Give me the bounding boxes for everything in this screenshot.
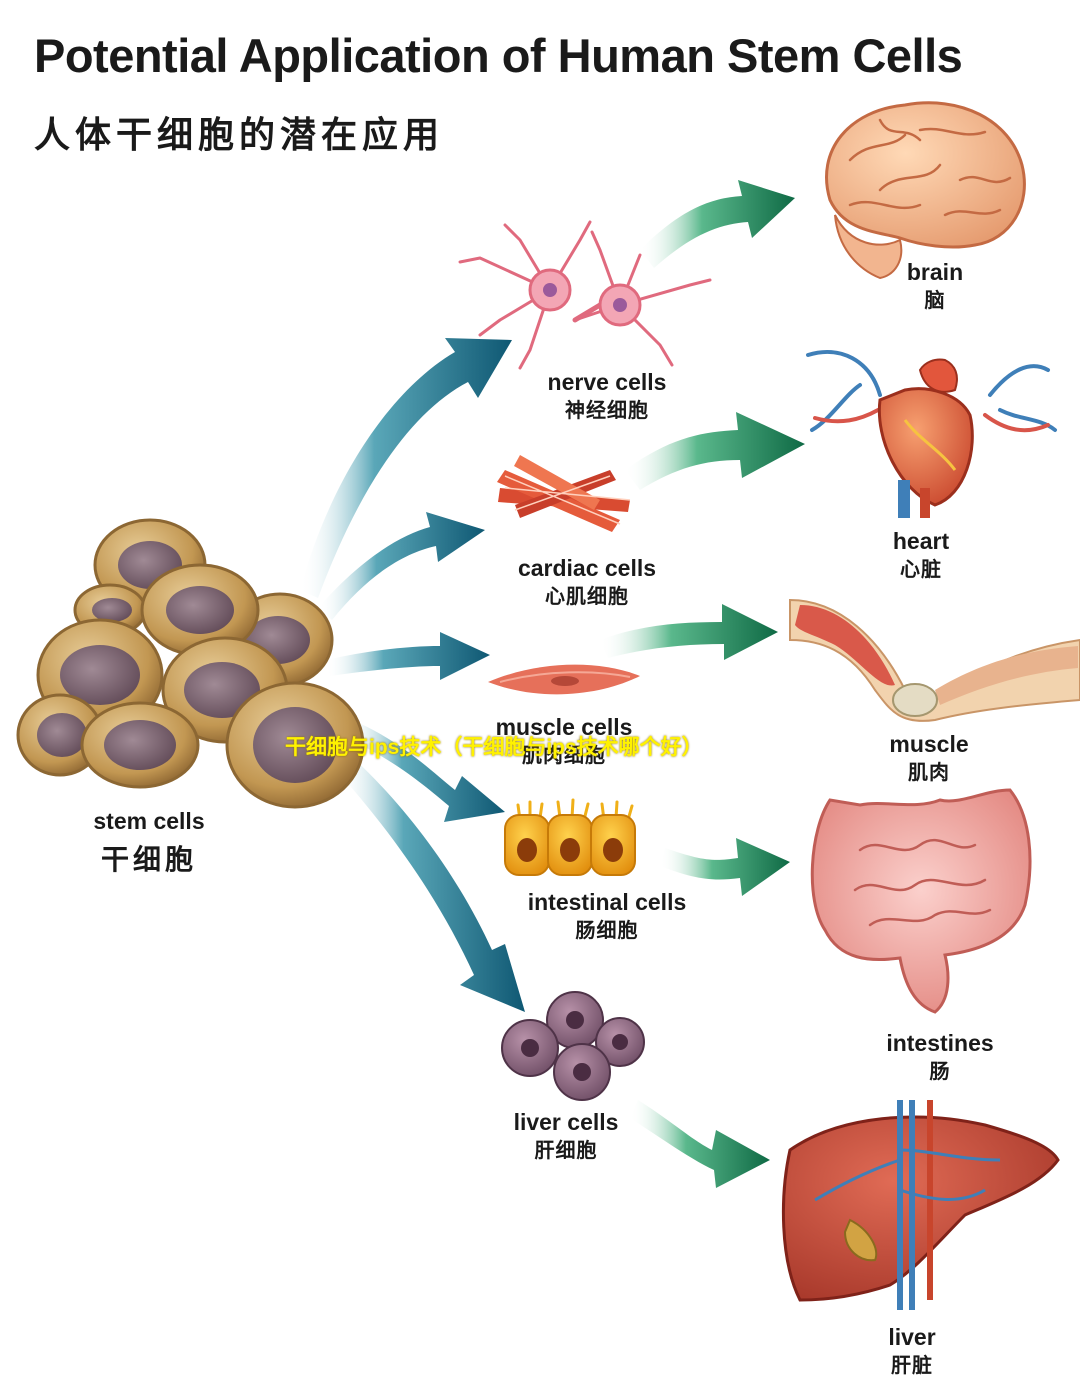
intestines-label: intestines 肠	[886, 1030, 993, 1085]
arrow-intestinal-to-intestines	[660, 838, 790, 896]
intestinal-cells-label-en: intestinal cells	[527, 889, 687, 915]
brain-label-zh: 脑	[924, 290, 946, 313]
liver-cells-label: liver cells 肝细胞	[514, 1109, 619, 1164]
liver-illustration	[781, 1100, 1060, 1310]
intestinal-cells-illustration	[504, 798, 636, 876]
muscle-cells-label: muscle cells 肌肉细胞	[496, 714, 633, 769]
arrow-stem-to-cardiac	[318, 512, 485, 620]
arrow-stem-to-muscle	[326, 632, 490, 680]
brain-label-en: brain	[906, 259, 964, 285]
liver-label-en: liver	[888, 1324, 936, 1350]
title-english: Potential Application of Human Stem Cell…	[34, 29, 963, 82]
cardiac-cells-label-zh: 心肌细胞	[544, 586, 629, 609]
intestinal-cells-label: intestinal cells 肠细胞	[528, 889, 687, 944]
heart-label-zh: 心脏	[900, 559, 942, 582]
intestines-label-en: intestines	[886, 1030, 994, 1056]
cardiac-cells-label: cardiac cells 心肌细胞	[518, 555, 656, 610]
muscle-label: muscle 肌肉	[889, 731, 968, 786]
brain-illustration	[825, 101, 1026, 280]
heart-illustration	[806, 349, 1057, 518]
heart-label: heart 心脏	[893, 528, 949, 583]
stem-cells-label-en: stem cells	[93, 808, 205, 834]
stem-cells-label: stem cells 干细胞	[93, 808, 204, 876]
arrow-cardiac-to-heart	[625, 412, 805, 490]
heart-label-en: heart	[892, 528, 950, 554]
muscle-label-en: muscle	[889, 731, 969, 757]
muscle-cell-illustration	[488, 664, 640, 695]
arrow-stem-to-nerve	[300, 338, 512, 598]
cardiac-cells-illustration	[497, 455, 631, 532]
nerve-cells-label-en: nerve cells	[547, 369, 667, 395]
intestines-label-zh: 肠	[929, 1061, 951, 1084]
arrow-nerve-to-brain	[640, 180, 795, 268]
liver-cells-label-en: liver cells	[513, 1109, 619, 1135]
muscle-cells-label-zh: 肌肉细胞	[522, 745, 606, 768]
liver-cells-illustration	[501, 991, 645, 1101]
liver-label: liver 肝脏	[888, 1324, 935, 1379]
liver-cells-label-zh: 肝细胞	[534, 1140, 598, 1163]
cardiac-cells-label-en: cardiac cells	[517, 555, 657, 581]
arrow-liver-to-liver	[630, 1100, 770, 1188]
cell-to-organ-arrows	[600, 180, 805, 1188]
muscle-cells-label-en: muscle cells	[495, 714, 633, 740]
intestinal-cells-label-zh: 肠细胞	[575, 920, 639, 943]
nerve-cells-illustration	[458, 220, 712, 370]
nerve-cells-label-zh: 神经细胞	[564, 400, 649, 423]
arrow-stem-to-intestinal	[346, 720, 505, 822]
arrow-muscle-to-muscle	[600, 604, 778, 660]
nerve-cells-label: nerve cells 神经细胞	[548, 369, 667, 424]
muscle-label-zh: 肌肉	[907, 762, 950, 785]
liver-label-zh: 肝脏	[890, 1355, 933, 1378]
arrow-stem-to-liver	[338, 755, 525, 1012]
brain-label: brain 脑	[907, 259, 963, 314]
watermark-overlay: 干细胞与ips技术（干细胞与ips技术哪个好）	[285, 736, 703, 759]
title-chinese: 人体干细胞的潜在应用	[34, 114, 445, 155]
stem-to-cell-arrows	[300, 338, 525, 1012]
stem-cell-cluster-illustration	[16, 518, 365, 809]
stem-cells-label-zh: 干细胞	[100, 844, 197, 876]
muscle-arm-illustration	[789, 598, 1080, 722]
intestines-illustration	[810, 788, 1032, 1014]
